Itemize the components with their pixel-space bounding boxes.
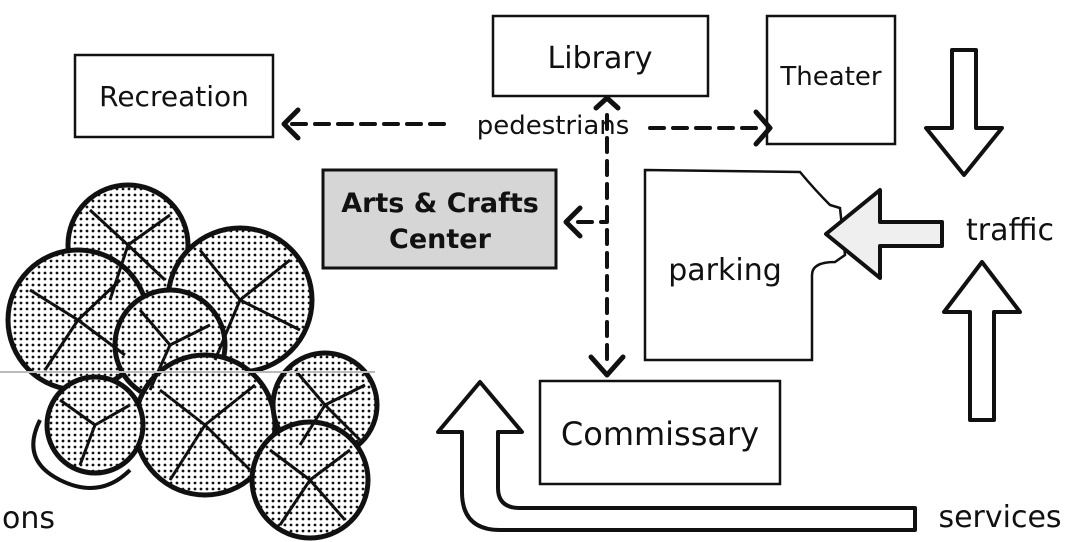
library-node-mark xyxy=(593,95,621,111)
theater-box: Theater xyxy=(765,14,897,146)
recreation-box: Recreation xyxy=(73,53,275,139)
commissary-label: Commissary xyxy=(561,415,759,453)
library-box: Library xyxy=(491,14,710,98)
services-route: services xyxy=(436,380,1062,535)
partial-caption-text: ons xyxy=(2,501,55,536)
arrowhead-arts-crafts xyxy=(563,205,583,239)
parking-label: parking xyxy=(668,253,782,288)
arts-crafts-label-line2: Center xyxy=(389,224,492,255)
library-label: Library xyxy=(548,41,653,76)
arts-crafts-center-box: Arts & Crafts Center xyxy=(321,168,558,270)
theater-label: Theater xyxy=(779,62,881,92)
recreation-label: Recreation xyxy=(99,80,249,113)
traffic-arrow-left xyxy=(824,188,944,280)
parking-area: parking xyxy=(643,168,847,362)
traffic-arrow-up xyxy=(942,260,1022,422)
arrowhead-recreation xyxy=(281,107,301,141)
services-label: services xyxy=(938,500,1061,535)
arts-crafts-label-line1: Arts & Crafts xyxy=(341,188,539,219)
pedestrian-paths: pedestrians xyxy=(281,95,773,378)
traffic-arrow-down xyxy=(924,48,1004,177)
traffic-arrows: traffic xyxy=(824,48,1054,422)
arrowhead-commissary xyxy=(588,354,626,378)
pedestrians-label: pedestrians xyxy=(477,111,630,141)
arrowhead-theater xyxy=(753,109,773,147)
traffic-label: traffic xyxy=(966,213,1054,248)
commissary-box: Commissary xyxy=(538,379,782,486)
services-arrow xyxy=(436,380,917,532)
